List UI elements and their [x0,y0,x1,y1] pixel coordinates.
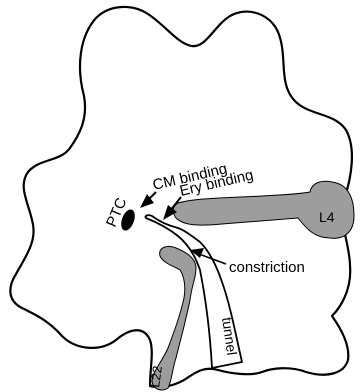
l22-label: L22 [147,365,165,389]
l4-label: L4 [319,209,335,225]
constriction-label: constriction [229,259,305,276]
